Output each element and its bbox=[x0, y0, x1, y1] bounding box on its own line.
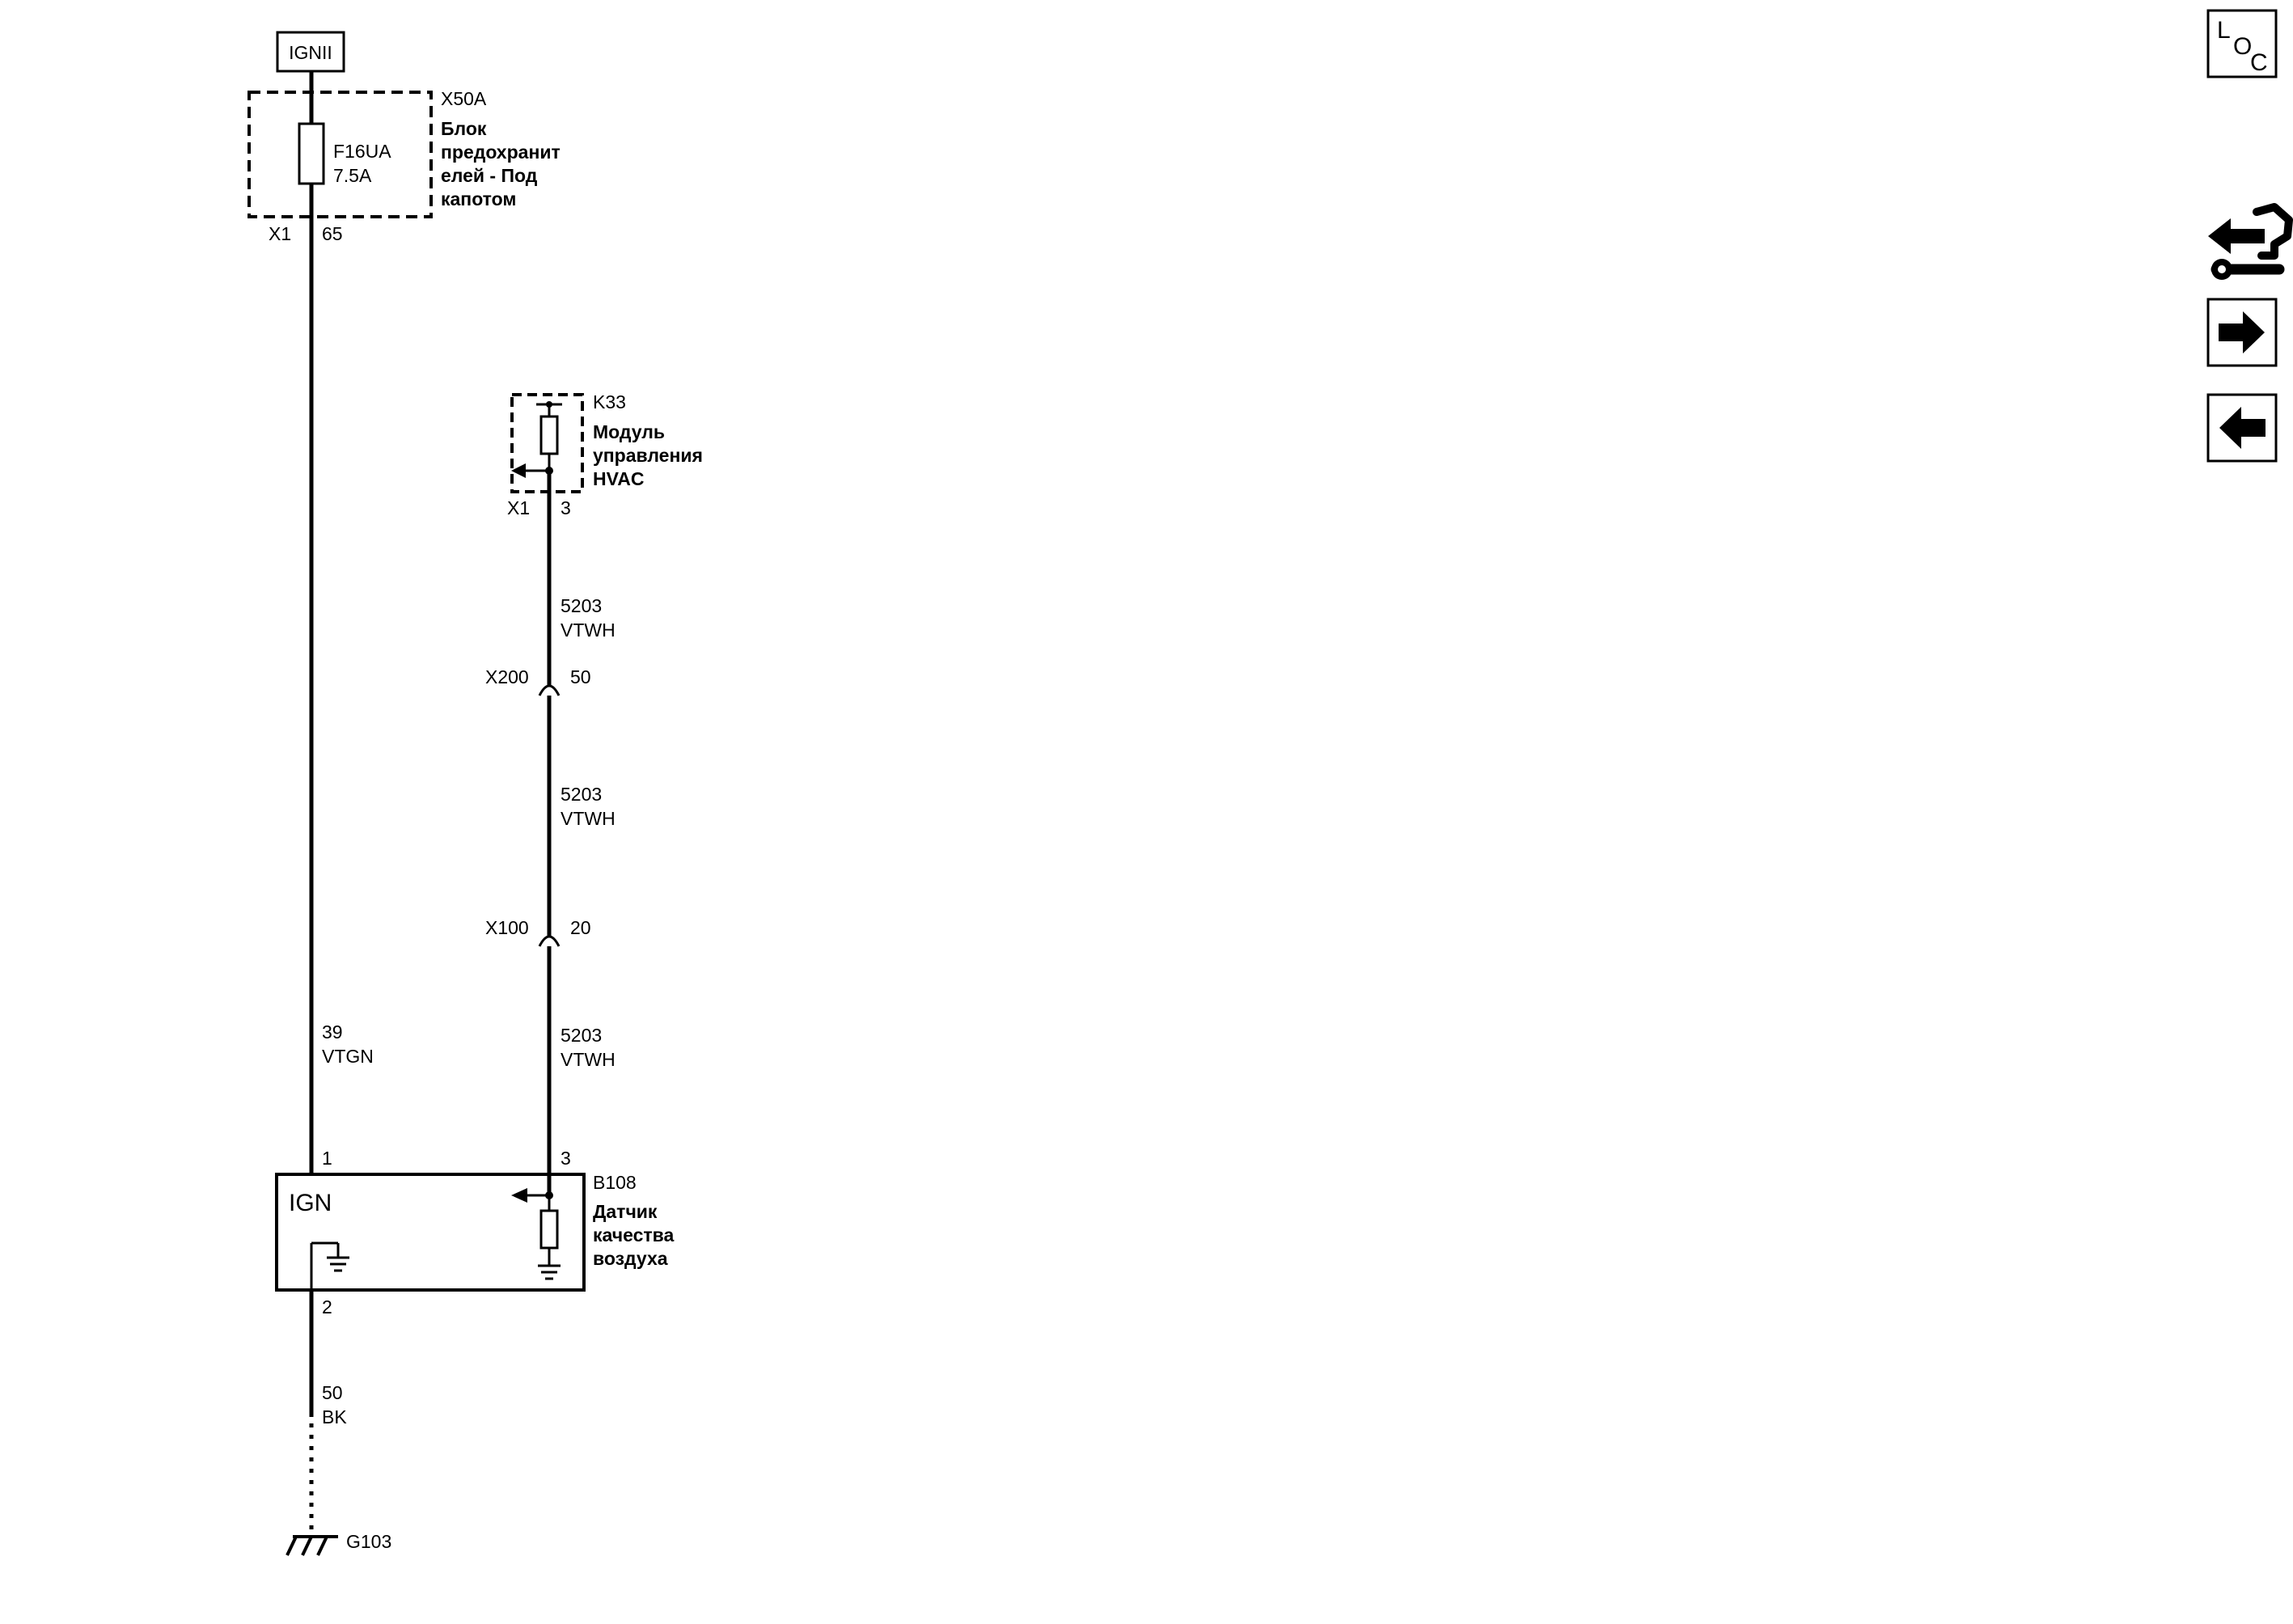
ground-ref: G103 bbox=[346, 1531, 391, 1552]
inline-connector-x100-symbol bbox=[538, 935, 561, 947]
wire-left-color: VTGN bbox=[322, 1046, 374, 1067]
sensor-ref: B108 bbox=[593, 1172, 637, 1193]
sensor-pin-ground: 2 bbox=[322, 1296, 332, 1317]
sensor-name-line-1: Датчик bbox=[593, 1201, 658, 1222]
wire-left: 39 VTGN bbox=[309, 71, 374, 1174]
sensor-pin-ign: 1 bbox=[322, 1148, 332, 1169]
fuse-block-pin: 65 bbox=[322, 223, 343, 244]
fuse-block-name-line-2: предохранит bbox=[441, 142, 561, 163]
hvac-name-line-3: HVAC bbox=[593, 468, 644, 489]
ground-point: G103 bbox=[286, 1531, 391, 1556]
hvac-name-line-1: Модуль bbox=[593, 421, 665, 442]
sensor-ign-label: IGN bbox=[289, 1190, 332, 1216]
power-label: IGNII bbox=[289, 42, 332, 63]
wire-left-number: 39 bbox=[322, 1021, 343, 1042]
hvac-pin: 3 bbox=[561, 497, 571, 518]
loc-letter-c: C bbox=[2250, 49, 2268, 76]
wire-signal-2-color: VTWH bbox=[561, 808, 616, 829]
wire-ground: 50 BK bbox=[309, 1290, 347, 1535]
fuse-block-ref: X50A bbox=[441, 88, 487, 109]
fuse-ref: F16UA bbox=[333, 141, 391, 162]
hvac-signal-arrow bbox=[511, 463, 526, 478]
fuse-block-name-line-4: капотом bbox=[441, 188, 516, 209]
fuse-block-connector: X1 bbox=[269, 223, 291, 244]
arrow-right-icon bbox=[2219, 311, 2265, 353]
fuse-block-name-line-3: елей - Под bbox=[441, 165, 538, 186]
sensor-signal-arrow bbox=[511, 1188, 527, 1203]
inline-x200-ref: X200 bbox=[485, 666, 529, 687]
loc-letter-o: O bbox=[2233, 33, 2252, 60]
loc-button[interactable]: L O C bbox=[2206, 9, 2278, 78]
next-button[interactable] bbox=[2206, 298, 2278, 367]
fuse-block-name-line-1: Блок bbox=[441, 118, 487, 139]
hvac-pullup-resistor bbox=[539, 415, 559, 455]
loc-letter-l: L bbox=[2217, 17, 2231, 44]
arrow-left-icon bbox=[2219, 407, 2266, 449]
prev-button[interactable] bbox=[2206, 393, 2278, 463]
wire-signal-3-number: 5203 bbox=[561, 1025, 602, 1046]
wire-signal-2-number: 5203 bbox=[561, 784, 602, 805]
wire-signal-3-color: VTWH bbox=[561, 1049, 616, 1070]
wire-ground-color: BK bbox=[322, 1406, 347, 1427]
hvac-name-line-2: управления bbox=[593, 445, 703, 466]
inline-connector-x200-symbol bbox=[538, 684, 561, 696]
hvac-connector: X1 bbox=[507, 497, 530, 518]
inline-x100-ref: X100 bbox=[485, 917, 529, 938]
sensor-name-line-3: воздуха bbox=[593, 1248, 668, 1269]
tools-icon[interactable] bbox=[2208, 203, 2293, 280]
power-source: IGNII bbox=[276, 31, 345, 73]
fuse-block: F16UA 7.5A X50A Блок предохранит елей - … bbox=[247, 88, 561, 244]
sensor-pin-signal: 3 bbox=[561, 1148, 571, 1169]
inline-x100-pin: 20 bbox=[570, 917, 591, 938]
inline-x200-pin: 50 bbox=[570, 666, 591, 687]
wire-signal-1-number: 5203 bbox=[561, 595, 602, 616]
hvac-module: K33 Модуль управления HVAC X1 3 bbox=[507, 391, 703, 518]
sensor-resistor bbox=[539, 1209, 559, 1250]
fuse-symbol bbox=[298, 122, 325, 185]
hvac-ref: K33 bbox=[593, 391, 626, 412]
sensor-name-line-2: качества bbox=[593, 1224, 674, 1245]
wire-ground-number: 50 bbox=[322, 1382, 343, 1403]
fuse-rating: 7.5A bbox=[333, 165, 372, 186]
wire-signal: 5203 VTWH X200 50 5203 VTWH X100 20 5203… bbox=[485, 471, 616, 1195]
wire-signal-1-color: VTWH bbox=[561, 620, 616, 641]
air-quality-sensor: IGN 1 3 B108 Датчик качества воздуха 2 bbox=[275, 1148, 674, 1317]
